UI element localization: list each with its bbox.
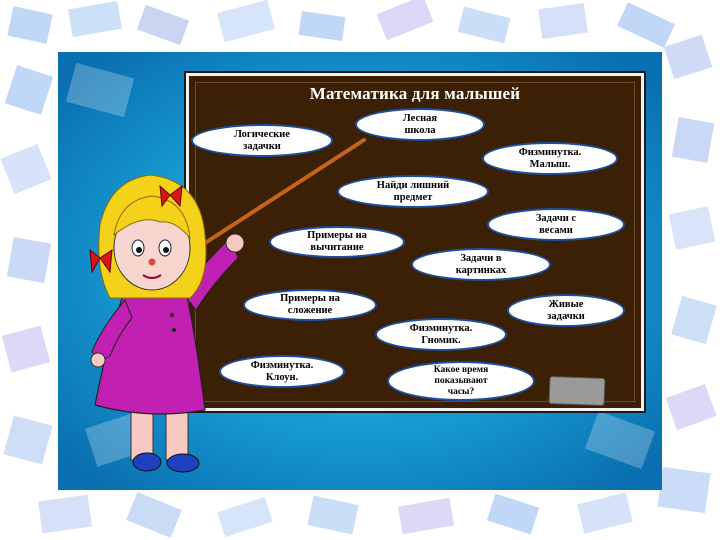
topic-exercise-clown[interactable]: Физминутка.Клоун. — [219, 355, 345, 388]
topic-line: Живые — [548, 298, 584, 310]
topic-exercise-gnome[interactable]: Физминутка.Гномик. — [375, 318, 507, 351]
topic-line: Малыш. — [529, 158, 571, 170]
topic-line: картинках — [455, 264, 507, 276]
topic-line: Физминутка. — [409, 322, 473, 334]
chalkboard-eraser — [548, 376, 606, 406]
topic-line: вычитание — [310, 242, 364, 253]
topic-line: Физминутка. — [518, 146, 582, 158]
topic-line: Физминутка. — [250, 359, 314, 371]
topic-line: Клоун. — [265, 371, 299, 383]
topic-line: Лесная — [402, 112, 438, 124]
topic-line: Какое время — [433, 364, 489, 375]
topic-line: Гномик. — [421, 334, 461, 346]
topic-line: Примеры на — [280, 293, 340, 304]
topic-line: задачки — [547, 310, 585, 322]
topic-line: Задачи с — [535, 212, 577, 224]
topic-line: задачки — [243, 140, 281, 152]
topic-line: сложение — [287, 305, 333, 316]
topic-line: Найди лишний — [376, 179, 450, 191]
topic-line: Логические — [234, 128, 290, 140]
topic-line: часы? — [447, 386, 475, 397]
topic-line: Задачи в — [460, 252, 502, 264]
topic-line: весами — [539, 224, 573, 236]
topic-line: школа — [404, 124, 436, 136]
topic-line: показывают — [434, 375, 488, 386]
topic-line: предмет — [393, 191, 433, 203]
topic-line: Примеры на — [307, 230, 367, 241]
topic-exercise-malysh[interactable]: Физминутка.Малыш. — [482, 142, 618, 175]
board-title: Математика для малышей — [309, 84, 521, 103]
